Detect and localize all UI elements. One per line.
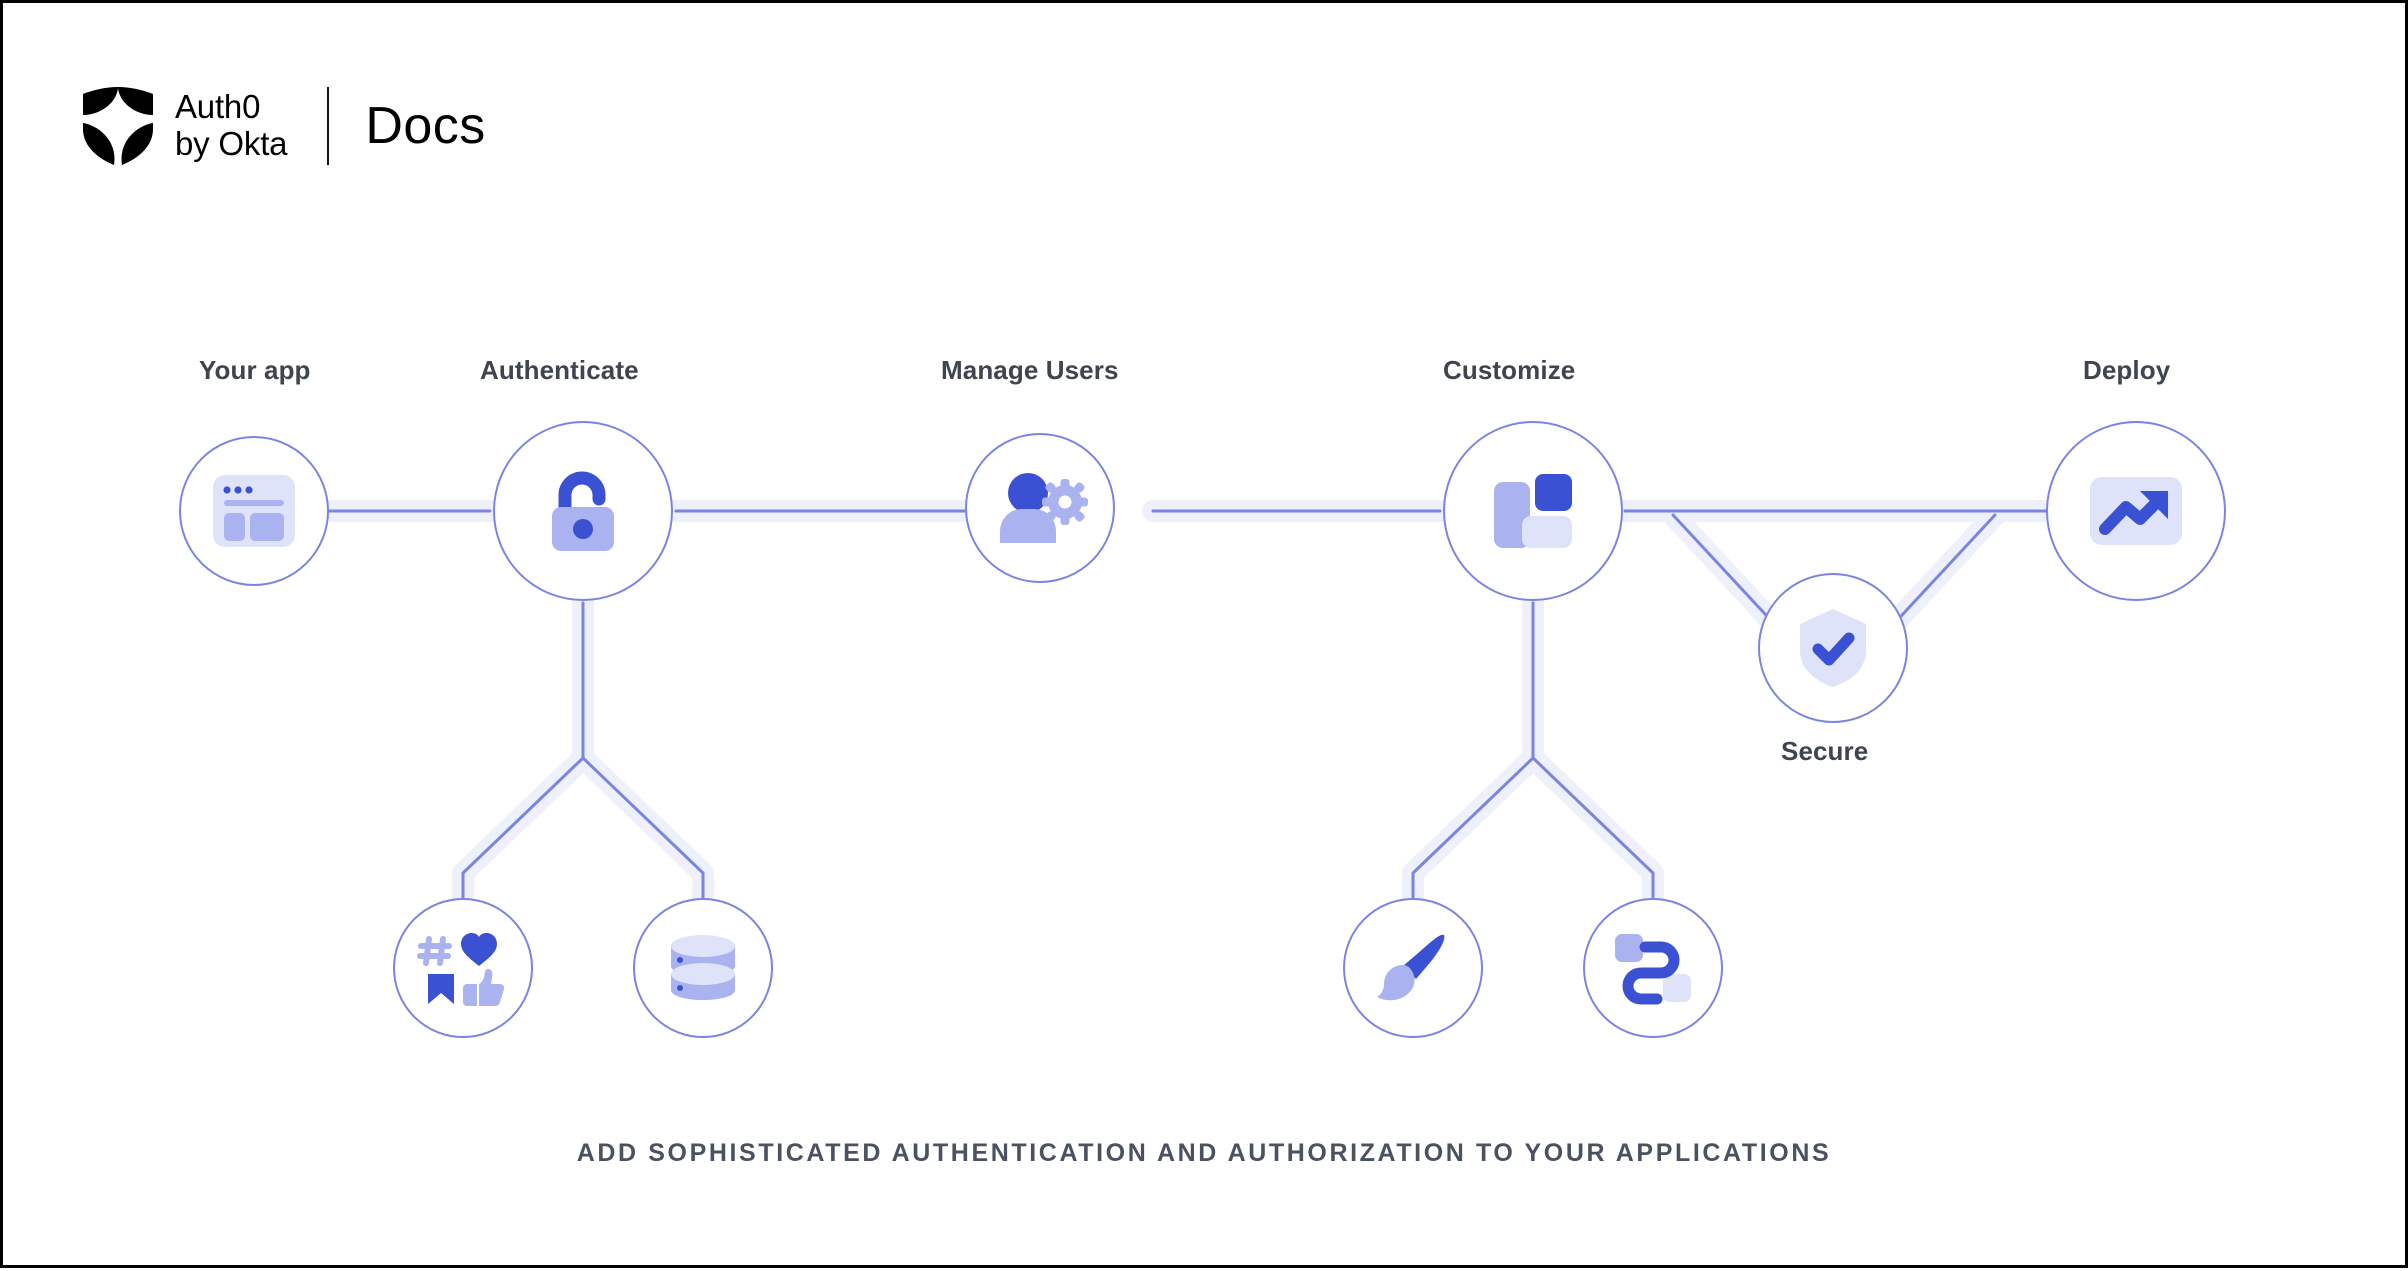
flow-connector-icon [1613,930,1693,1006]
header-divider [327,87,330,165]
product-name: Docs [365,97,486,155]
node-extensibility[interactable] [1583,898,1723,1038]
node-customize[interactable] [1443,421,1623,601]
node-database[interactable] [633,898,773,1038]
paintbrush-icon [1374,929,1452,1007]
auth0-wordmark-line2: by Okta [175,125,288,162]
layout-blocks-icon [1492,472,1574,550]
open-padlock-icon [543,465,623,557]
node-deploy[interactable] [2046,421,2226,601]
site-header: Auth0 by Okta Docs [79,81,486,171]
node-social[interactable] [393,898,533,1038]
node-label-authenticate: Authenticate [480,355,639,385]
user-gear-icon [994,469,1088,547]
database-icon [665,930,741,1006]
node-label-your-app: Your app [199,355,311,385]
shield-check-icon [1796,607,1870,689]
node-label-deploy: Deploy [2083,355,2171,385]
node-your-app[interactable] [179,436,329,586]
flow-diagram: Your app Authenticate [3,3,2408,1271]
page-caption: Add sophisticated authentication and aut… [576,1139,1832,1167]
node-manage-users[interactable] [965,433,1115,583]
node-label-secure: Secure [1781,736,1869,766]
social-reactions-icon [417,928,505,1008]
node-branding[interactable] [1343,898,1483,1038]
browser-window-icon [211,471,297,551]
node-secure[interactable] [1758,573,1908,723]
connector-wires [258,500,2057,939]
auth0-wordmark: Auth0 by Okta [175,88,288,163]
auth0-shield-icon [79,85,157,167]
node-authenticate[interactable] [493,421,673,601]
trending-up-icon [2088,473,2184,549]
auth0-wordmark-line1: Auth0 [175,88,261,126]
node-label-customize: Customize [1443,355,1576,385]
node-label-manage-users: Manage Users [941,355,1119,385]
